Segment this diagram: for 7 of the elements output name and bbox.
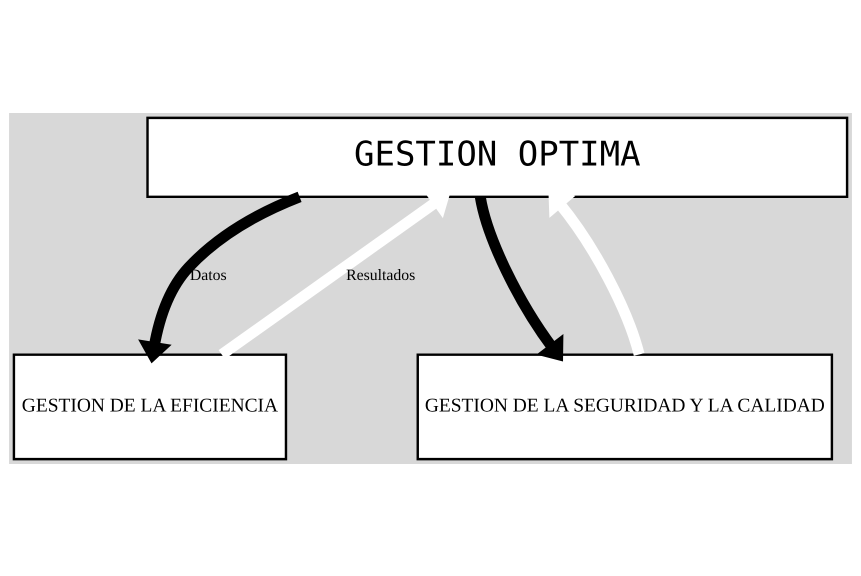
node-box: GESTION OPTIMA bbox=[146, 116, 848, 198]
edge-label: Resultados bbox=[346, 266, 416, 284]
arrow bbox=[138, 191, 302, 363]
edge-label: Datos bbox=[190, 266, 227, 284]
arrow bbox=[474, 196, 564, 361]
node-box: GESTION DE LA SEGURIDAD Y LA CALIDAD bbox=[416, 352, 834, 460]
node-box: GESTION DE LA EFICIENCIA bbox=[12, 352, 288, 460]
